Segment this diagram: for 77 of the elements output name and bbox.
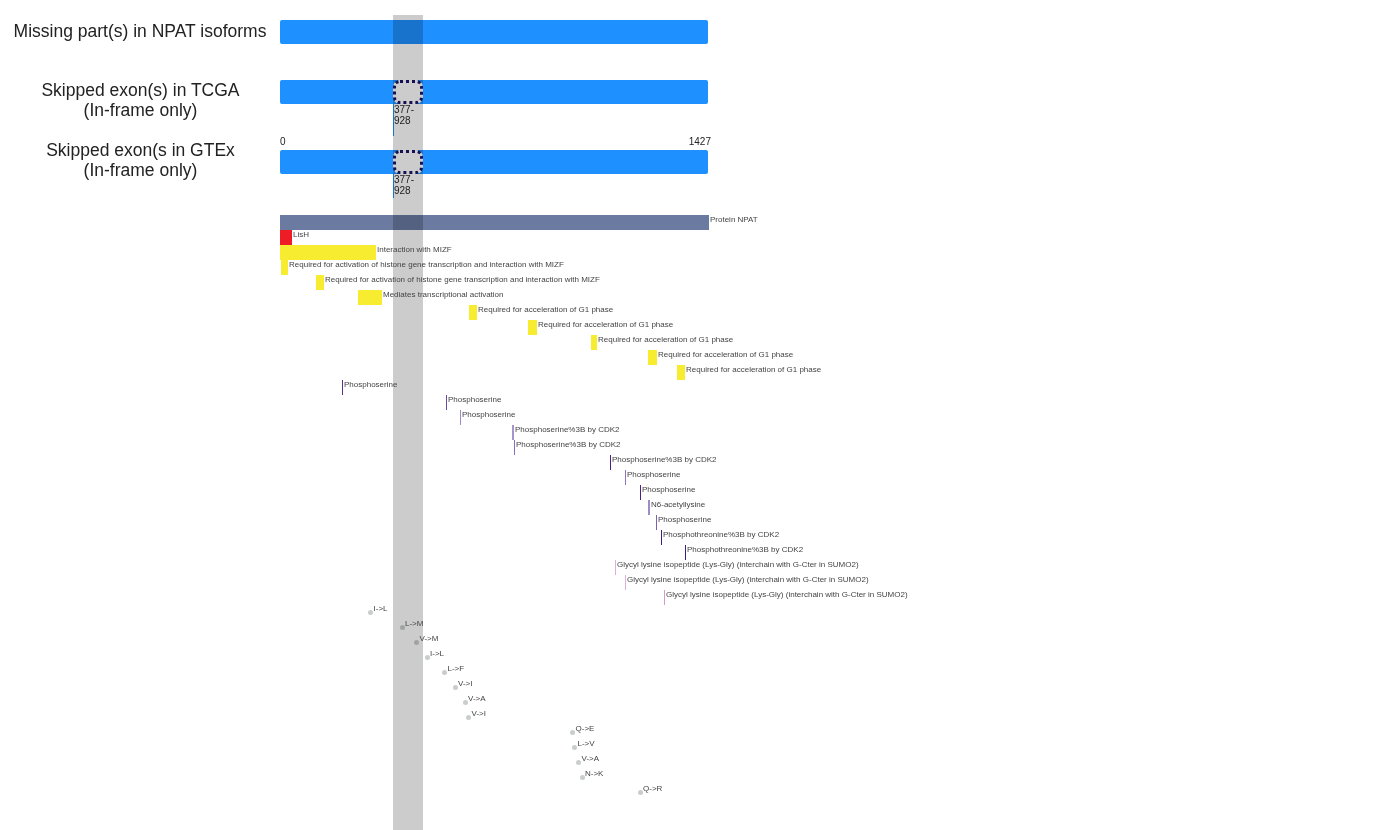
track-bar (280, 20, 708, 44)
feature-label: Phosphoserine (627, 470, 681, 480)
region-bar (469, 305, 477, 320)
feature-label: Required for acceleration of G1 phase (598, 335, 734, 345)
variant-label: L->V (577, 739, 595, 749)
track-label: Missing part(s) in NPAT isoforms (12, 21, 268, 41)
feature-label: Required for activation of histone gene transcription and interaction with MIZF (289, 260, 564, 270)
variant-label: L->F (447, 664, 465, 674)
range-label: 377-928 (394, 174, 415, 196)
feature-label: Required for acceleration of G1 phase (478, 305, 614, 315)
modification-tick (610, 455, 611, 470)
feature-label: Phosphothreonine%3B by CDK2 (687, 545, 804, 555)
region-bar (591, 335, 597, 350)
variant-label: I->L (373, 604, 388, 614)
feature-label: Glycyl lysine isopeptide (Lys-Gly) (interchain with G-Cter in SUMO2) (666, 590, 908, 600)
feature-label: Phosphoserine (448, 395, 502, 405)
feature-label: Phosphoserine (462, 410, 516, 420)
feature-label: Phosphothreonine%3B by CDK2 (663, 530, 780, 540)
feature-label: Protein NPAT (710, 215, 758, 225)
variant-label: V->I (471, 709, 486, 719)
variant-label: Q->R (643, 784, 663, 794)
track-label: Skipped exon(s in GTEx (In-frame only) (45, 140, 236, 180)
modification-tick (661, 530, 662, 545)
feature-label: Phosphoserine%3B by CDK2 (515, 425, 620, 435)
variant-label: I->L (430, 649, 444, 659)
track-bar (280, 150, 708, 174)
modification-tick (664, 590, 665, 605)
variant-label: V->M (419, 634, 439, 644)
region-bar (281, 260, 288, 275)
modification-tick (512, 425, 514, 440)
track-bar (280, 80, 708, 104)
region-bar (677, 365, 685, 380)
variant-label: V->I (458, 679, 473, 689)
range-label: 377-928 (394, 104, 415, 126)
variant-label: N->K (585, 769, 604, 779)
feature-label: Required for activation of histone gene transcription and interaction with MIZF (325, 275, 600, 285)
skipped-exon-box (393, 150, 423, 174)
feature-label: Phosphoserine (658, 515, 712, 525)
modification-tick (625, 470, 626, 485)
scale-label: 1427 (688, 136, 711, 147)
region-bar (280, 245, 376, 260)
modification-tick (615, 560, 616, 575)
track-label: Skipped exon(s) in TCGA (In-frame only) (40, 80, 241, 120)
variant-label: L->M (405, 619, 424, 629)
modification-tick (640, 485, 641, 500)
variant-label: V->A (468, 694, 486, 704)
modification-tick (342, 380, 343, 395)
feature-label: Phosphoserine (344, 380, 398, 390)
feature-label: Glycyl lysine isopeptide (Lys-Gly) (interchain with G-Cter in SUMO2) (617, 560, 859, 570)
modification-tick (446, 395, 447, 410)
feature-label: Required for acceleration of G1 phase (686, 365, 822, 375)
protein-bar (280, 215, 709, 230)
feature-label: Phosphoserine%3B by CDK2 (516, 440, 621, 450)
feature-label: Interaction with MIZF (377, 245, 452, 255)
skipped-exon-box (393, 80, 423, 104)
domain-bar (280, 230, 292, 245)
feature-label: Required for acceleration of G1 phase (538, 320, 674, 330)
feature-label: Mediates transcriptional activation (383, 290, 504, 300)
variant-label: Q->E (575, 724, 595, 734)
modification-tick (648, 500, 650, 515)
region-bar (528, 320, 537, 335)
region-bar (358, 290, 382, 305)
feature-label: N6-acetyllysine (651, 500, 706, 510)
variant-label: V->A (581, 754, 600, 764)
modification-tick (625, 575, 626, 590)
feature-label: Required for acceleration of G1 phase (658, 350, 794, 360)
feature-label: Phosphoserine%3B by CDK2 (612, 455, 717, 465)
scale-label: 0 (280, 136, 286, 147)
feature-label: Glycyl lysine isopeptide (Lys-Gly) (interchain with G-Cter in SUMO2) (627, 575, 869, 585)
region-bar (316, 275, 324, 290)
modification-tick (685, 545, 686, 560)
feature-label: LisH (293, 230, 309, 240)
modification-tick (656, 515, 657, 530)
feature-label: Phosphoserine (642, 485, 696, 495)
modification-tick (460, 410, 461, 425)
modification-tick (514, 440, 515, 455)
region-bar (648, 350, 657, 365)
